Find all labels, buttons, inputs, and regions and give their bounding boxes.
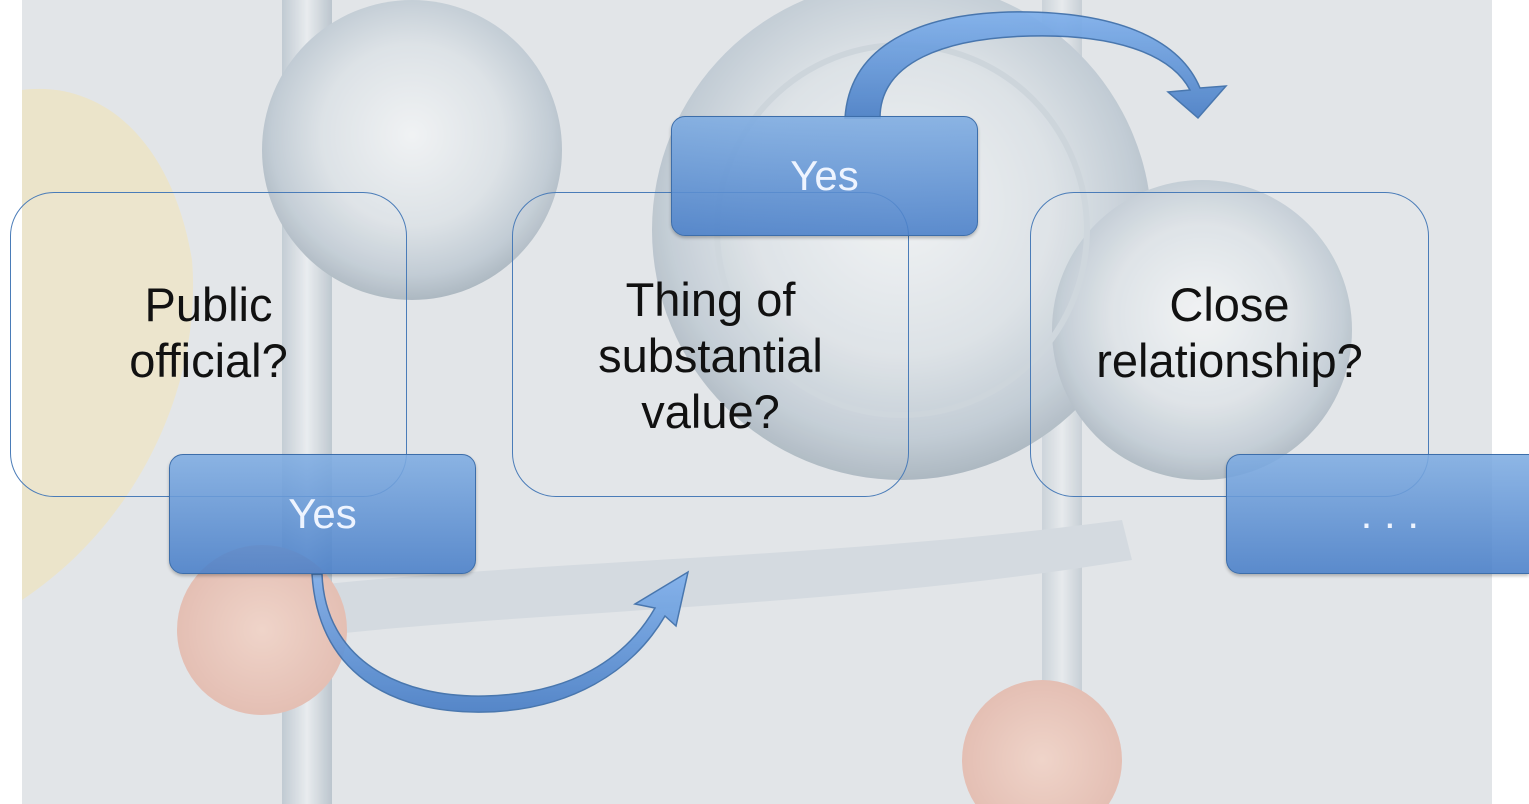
question-box-substantial-value: Thing of substantial value?: [512, 192, 909, 497]
ellipsis-tab: . . .: [1226, 454, 1529, 574]
question-text: Thing of substantial value?: [598, 272, 823, 438]
tab-label: Yes: [790, 152, 859, 199]
yes-tab-1: Yes: [169, 454, 476, 574]
question-box-public-official: Public official?: [10, 192, 407, 497]
yes-tab-2: Yes: [671, 116, 978, 236]
background-photo: [22, 0, 1492, 804]
tab-label: Yes: [288, 490, 357, 537]
question-box-close-relationship: Close relationship?: [1030, 192, 1429, 497]
curved-arrow-up-right: [311, 570, 690, 713]
tab-label: . . .: [1360, 490, 1419, 537]
question-text: Close relationship?: [1096, 277, 1363, 387]
curved-arrow-right-down: [844, 11, 1228, 120]
question-text: Public official?: [129, 277, 288, 387]
